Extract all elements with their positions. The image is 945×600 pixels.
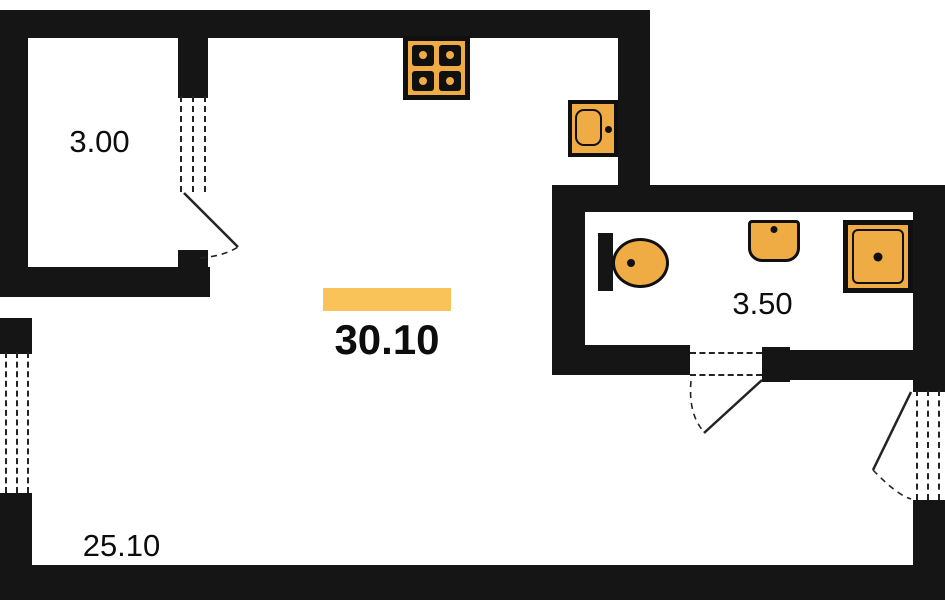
window-pane-line <box>5 352 7 493</box>
shower-drain-dot <box>873 252 883 261</box>
wall-bathroom-top <box>552 185 945 212</box>
shower-tray-outline <box>852 229 904 284</box>
window-pane-line <box>192 96 194 192</box>
total-area-label: 30.10 <box>334 316 440 363</box>
wall-bathroom-bottom-left <box>552 345 690 375</box>
stove-burner <box>439 70 461 91</box>
window-pane-line <box>927 390 929 500</box>
bathroom-door-leaf <box>703 379 763 434</box>
wall-balcony-divider-top <box>178 10 208 98</box>
area-highlight-bar <box>323 288 451 311</box>
window-pane-line <box>938 390 940 500</box>
window-pane-line <box>916 390 918 500</box>
window-pane-line <box>690 374 762 376</box>
wall-balcony-bottom <box>0 267 210 297</box>
burner-dot <box>419 51 427 60</box>
balcony-area-label: 3.00 <box>69 124 130 159</box>
right-window <box>916 390 940 500</box>
shower-tray-icon <box>843 220 913 293</box>
wall-top <box>0 10 650 38</box>
toilet-icon <box>612 238 669 288</box>
window-pane-line <box>204 96 206 192</box>
toilet-drain-dot <box>627 259 635 267</box>
bathroom-area-label: 3.50 <box>732 286 793 321</box>
bathroom-door-arc <box>689 380 705 433</box>
burner-dot <box>446 51 454 60</box>
toilet-cistern <box>598 233 613 291</box>
balcony-door-leaf <box>183 192 239 248</box>
wall-bottom <box>0 565 945 600</box>
stove-burner <box>412 45 434 66</box>
right-balcony-door-leaf <box>871 391 913 471</box>
wall-balcony-divider-bottom <box>178 250 208 297</box>
wall-bathroom-bottom-right <box>762 350 945 380</box>
kitchen-sink-icon <box>568 100 618 157</box>
stove-icon <box>403 36 470 100</box>
balcony-window <box>180 96 206 192</box>
left-window <box>5 352 29 493</box>
bathroom-door-opening <box>690 352 762 376</box>
wall-kitchen-right <box>618 10 650 212</box>
washbasin-tap-dot <box>770 226 778 233</box>
washbasin-icon <box>748 220 800 262</box>
living-room-area-label: 25.10 <box>82 528 161 563</box>
wall-bathroom-left <box>552 185 585 375</box>
wall-left-window-stub <box>0 318 32 354</box>
window-pane-line <box>27 352 29 493</box>
burner-dot <box>419 76 427 85</box>
wall-balcony-left <box>0 10 28 297</box>
window-pane-line <box>16 352 18 493</box>
wall-left-lower <box>0 493 32 600</box>
stove-burner <box>439 45 461 66</box>
sink-basin <box>575 109 602 146</box>
stove-burner <box>412 70 434 91</box>
window-pane-line <box>690 352 762 354</box>
window-pane-line <box>180 96 182 192</box>
burner-dot <box>446 76 454 85</box>
sink-tap-dot <box>605 126 612 133</box>
right-balcony-door-arc <box>872 469 912 500</box>
